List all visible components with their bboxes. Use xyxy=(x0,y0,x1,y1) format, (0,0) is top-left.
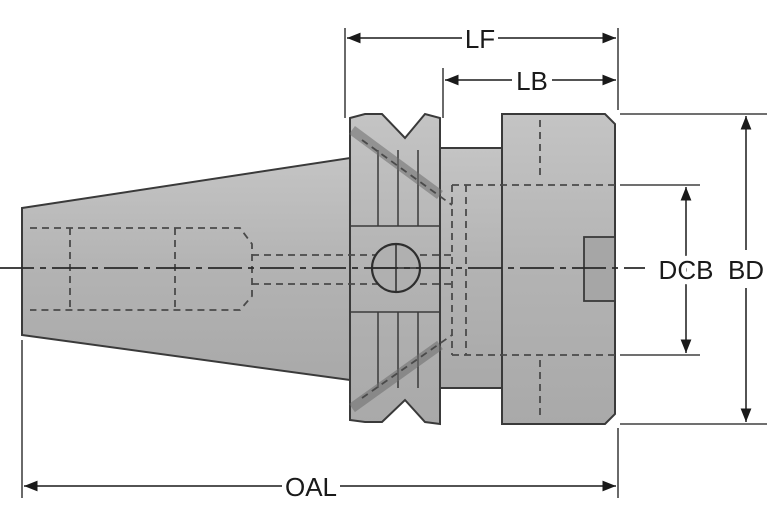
label-oal: OAL xyxy=(285,472,337,502)
label-bd: BD xyxy=(728,255,764,285)
label-dcb: DCB xyxy=(659,255,714,285)
label-lf: LF xyxy=(465,24,495,54)
hidden-lines xyxy=(30,120,615,420)
label-lb: LB xyxy=(516,66,548,96)
collet-body xyxy=(501,113,616,425)
tool-holder-body xyxy=(21,112,616,426)
dimension-oal: OAL xyxy=(24,472,616,502)
taper-shank xyxy=(21,156,351,382)
dimension-dcb: DCB xyxy=(654,187,718,353)
drive-slot xyxy=(583,236,616,302)
extension-lines xyxy=(21,28,767,498)
dimension-lf: LF xyxy=(347,24,616,54)
coolant-channels xyxy=(349,125,443,413)
dimension-bd: BD xyxy=(728,116,764,422)
dimension-lb: LB xyxy=(445,66,616,96)
